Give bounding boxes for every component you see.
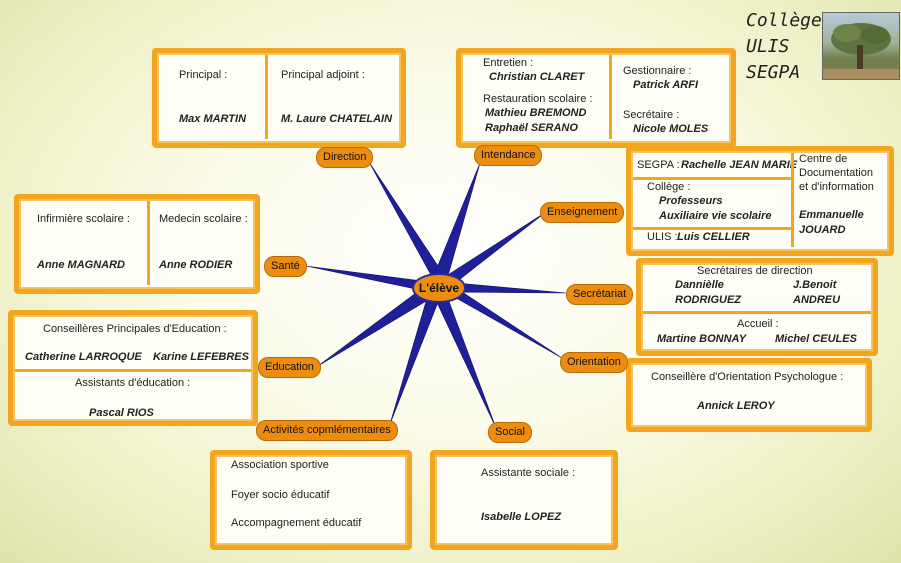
principal-role: Principal : <box>179 69 228 81</box>
assistante-sociale-name: Isabelle LOPEZ <box>481 511 562 523</box>
activite-foyer: Foyer socio éducatif <box>231 489 330 501</box>
cdi-name-1: Emmanuelle <box>799 209 864 221</box>
principal-adjoint-name: M. Laure CHATELAIN <box>281 113 393 125</box>
gestionnaire-name: Patrick ARFI <box>633 79 699 91</box>
aed-name: Pascal RIOS <box>89 407 154 419</box>
logo-line-ulis: ULIS <box>746 36 790 57</box>
secretaire-2-last: ANDREU <box>793 294 841 306</box>
secretaire-role: Secrétaire : <box>623 109 680 121</box>
secretaire-name: Nicole MOLES <box>633 123 709 135</box>
medecin-role: Medecin scolaire : <box>159 213 248 225</box>
ulis-role: ULIS : <box>647 231 678 243</box>
logo-line-segpa: SEGPA <box>746 62 801 83</box>
branch-activites: Activités copmlémentaires <box>256 420 398 441</box>
branch-enseignement: Enseignement <box>540 202 625 223</box>
college-auxiliaire: Auxiliaire vie scolaire <box>659 210 772 222</box>
cpe-name-2: Karine LEFEBRES <box>153 351 249 363</box>
orientation-role: Conseillère d'Orientation Psychologue : <box>651 371 844 383</box>
social-box: Assistante sociale : Isabelle LOPEZ <box>430 450 618 550</box>
segpa-role: SEGPA : <box>637 159 680 171</box>
segpa-name: Rachelle JEAN MARIE <box>681 159 798 171</box>
branch-orientation: Orientation <box>560 352 628 373</box>
branch-sante: Santé <box>264 256 307 277</box>
restauration-name-1: Mathieu BREMOND <box>485 107 587 119</box>
logo-line-college: Collège <box>746 10 822 31</box>
cdi-line-3: et d'information <box>799 181 874 193</box>
activites-box: Association sportive Foyer socio éducati… <box>210 450 412 550</box>
principal-name: Max MARTIN <box>179 113 247 125</box>
college-professeurs: Professeurs <box>659 195 723 207</box>
orientation-box: Conseillère d'Orientation Psychologue : … <box>626 358 872 432</box>
medecin-name: Anne RODIER <box>159 259 233 271</box>
secretaire-1-first: Dannièlle <box>675 279 724 291</box>
branch-direction: Direction <box>316 147 374 168</box>
secretaire-2-first: J.Benoit <box>793 279 837 291</box>
ulis-name: Luis CELLIER <box>677 231 750 243</box>
secretaire-1-last: RODRIGUEZ <box>675 294 741 306</box>
infirmiere-role: Infirmière scolaire : <box>37 213 130 225</box>
secretaires-direction-role: Secrétaires de direction <box>697 265 813 277</box>
education-box: Conseillères Principales d'Education : C… <box>8 310 258 426</box>
restauration-name-2: Raphaël SERANO <box>485 122 578 134</box>
cdi-name-2: JOUARD <box>799 224 846 236</box>
activite-accompagnement: Accompagnement éducatif <box>231 517 362 529</box>
branch-secretariat: Secrétariat <box>566 284 634 305</box>
aed-role: Assistants d'éducation : <box>75 377 191 389</box>
accueil-name-2: Michel CEULES <box>775 333 857 345</box>
gestionnaire-role: Gestionnaire : <box>623 65 692 77</box>
cpe-role: Conseillères Principales d'Education : <box>43 323 227 335</box>
college-role: Collège : <box>647 181 691 193</box>
cdi-line-1: Centre de <box>799 153 848 165</box>
direction-box: Principal : Max MARTIN Principal adjoint… <box>152 48 406 148</box>
assistante-sociale-role: Assistante sociale : <box>481 467 576 479</box>
orientation-name: Annick LEROY <box>697 400 775 412</box>
secretariat-box: Secrétaires de direction Dannièlle RODRI… <box>636 258 878 356</box>
restauration-role: Restauration scolaire : <box>483 93 593 105</box>
entretien-role: Entretien : <box>483 57 534 69</box>
sante-box: Infirmière scolaire : Anne MAGNARD Medec… <box>14 194 260 294</box>
cdi-line-2: Documentation <box>799 167 873 179</box>
ray-direction <box>368 161 447 287</box>
cpe-name-1: Catherine LARROQUE <box>25 351 142 363</box>
branch-social: Social <box>488 422 532 443</box>
intendance-box: Entretien : Christian CLARET Restauratio… <box>456 48 736 148</box>
entretien-name: Christian CLARET <box>489 71 585 83</box>
enseignement-box: SEGPA : Rachelle JEAN MARIE Collège : Pr… <box>626 146 894 256</box>
infirmiere-name: Anne MAGNARD <box>37 259 125 271</box>
principal-adjoint-role: Principal adjoint : <box>281 69 365 81</box>
activite-association-sportive: Association sportive <box>231 459 329 471</box>
accueil-role: Accueil : <box>737 318 779 330</box>
tree-photo <box>822 12 900 80</box>
branch-education: Education <box>258 357 321 378</box>
accueil-name-1: Martine BONNAY <box>657 333 747 345</box>
center-node-eleve: L'élève <box>412 273 466 303</box>
branch-intendance: Intendance <box>474 145 543 166</box>
